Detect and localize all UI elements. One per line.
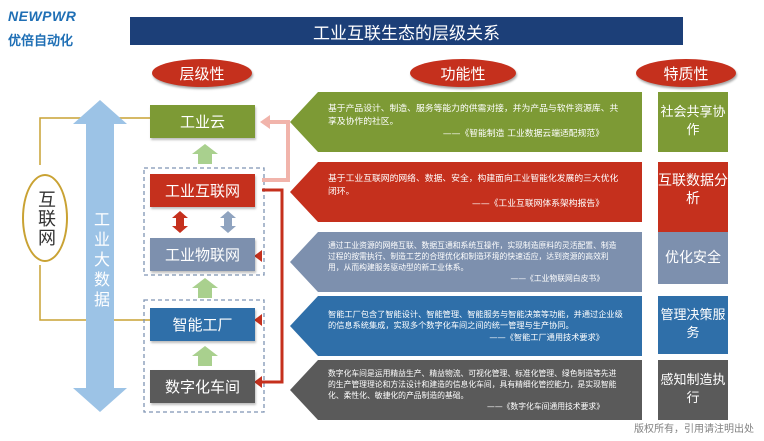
- pink-arrow-line: [262, 120, 290, 182]
- function-text-4: 智能工厂包含了智能设计、智能管理、智能服务与智能决策等功能，并通过企业级的信息系…: [328, 308, 623, 331]
- up-arrow-1: [192, 144, 218, 164]
- header-level: 层级性: [152, 59, 252, 87]
- bigdata-label: 工业大数据: [91, 211, 110, 311]
- function-source-5: ——《数字化车间通用技术要求》: [487, 402, 604, 411]
- group-dashed-upper: [143, 167, 265, 276]
- header-function: 功能性: [410, 59, 516, 87]
- feature-box-1: 社会共享协作: [658, 92, 728, 152]
- bigdata-label-wrap: 工业大数据: [86, 196, 114, 326]
- header-feature: 特质性: [636, 59, 736, 87]
- up-arrow-3: [192, 346, 218, 366]
- function-panels-bg: [290, 92, 642, 420]
- function-text-1: 基于产品设计、制造、服务等能力的供需对接，并为产品与软件资源库、共享及协作的社区…: [328, 104, 619, 127]
- red-double-arrow: [172, 211, 188, 233]
- pink-arrow-head: [260, 115, 270, 129]
- red-bracket: [262, 188, 284, 384]
- function-bg-3: [290, 232, 642, 292]
- function-text-5: 数字化车间是运用精益生产、精益物流、可视化管理、标准化管理、绿色制造等先进的生产…: [328, 369, 617, 400]
- copyright-footer: 版权所有，引用请注明出处: [634, 424, 754, 435]
- red-bracket-head-mid: [254, 314, 262, 326]
- function-panel-4: 智能工厂包含了智能设计、智能管理、智能服务与智能决策等功能，并通过企业级的信息系…: [290, 296, 642, 356]
- function-panel-1: 基于产品设计、制造、服务等能力的供需对接，并为产品与软件资源库、共享及协作的社区…: [290, 92, 642, 152]
- layer-industrial-internet: 工业互联网: [150, 174, 255, 207]
- function-panel-3: 通过工业资源的网络互联、数据互通和系统互操作，实现制造原料的灵活配置、制造过程的…: [290, 232, 642, 292]
- layer-smart-factory: 智能工厂: [150, 308, 255, 341]
- red-bracket-head-bottom: [254, 376, 262, 388]
- brand-logo: NEWPWR: [8, 8, 77, 24]
- up-arrow-2: [192, 278, 218, 298]
- feature-box-4: 管理决策服务: [658, 296, 728, 354]
- big-data-arrow: [73, 100, 127, 412]
- internet-label: 互联网: [35, 189, 56, 247]
- function-text-3: 通过工业资源的网络互联、数据互通和系统互操作，实现制造原料的灵活配置、制造过程的…: [328, 241, 617, 272]
- page-title: 工业互联生态的层级关系: [130, 17, 683, 45]
- feature-box-2: 互联数据分析: [658, 162, 728, 232]
- feature-box-5: 感知制造执行: [658, 360, 728, 420]
- function-bg-2: [290, 162, 642, 222]
- function-source-3: ——《工业物联网白皮书》: [510, 274, 604, 283]
- brand-name: 优倍自动化: [8, 34, 74, 49]
- layer-industrial-iot: 工业物联网: [150, 238, 255, 271]
- function-source-2: ——《工业互联网体系架构报告》: [472, 199, 604, 210]
- internet-oval: 互联网: [22, 174, 68, 262]
- feature-box-3: 优化安全: [658, 232, 728, 284]
- function-source-4: ——《智能工厂通用技术要求》: [489, 331, 604, 342]
- function-text-2: 基于工业互联网的网络、数据、安全，构建面向工业智能化发展的三大优化闭环。: [328, 174, 619, 197]
- function-panel-2: 基于工业互联网的网络、数据、安全，构建面向工业智能化发展的三大优化闭环。 ——《…: [290, 162, 642, 222]
- function-bg-5: [290, 360, 642, 420]
- layer-industrial-cloud: 工业云: [150, 105, 255, 138]
- layer-digital-workshop: 数字化车间: [150, 370, 255, 403]
- red-bracket-head-upper: [254, 250, 262, 262]
- grey-double-arrow: [220, 211, 236, 233]
- function-source-1: ——《智能制造 工业数据云端适配规范》: [442, 129, 604, 140]
- group-dashed-lower: [143, 299, 265, 413]
- function-panel-5: 数字化车间是运用精益生产、精益物流、可视化管理、标准化管理、绿色制造等先进的生产…: [290, 360, 642, 420]
- function-bg-4: [290, 296, 642, 356]
- function-bg-1: [290, 92, 642, 152]
